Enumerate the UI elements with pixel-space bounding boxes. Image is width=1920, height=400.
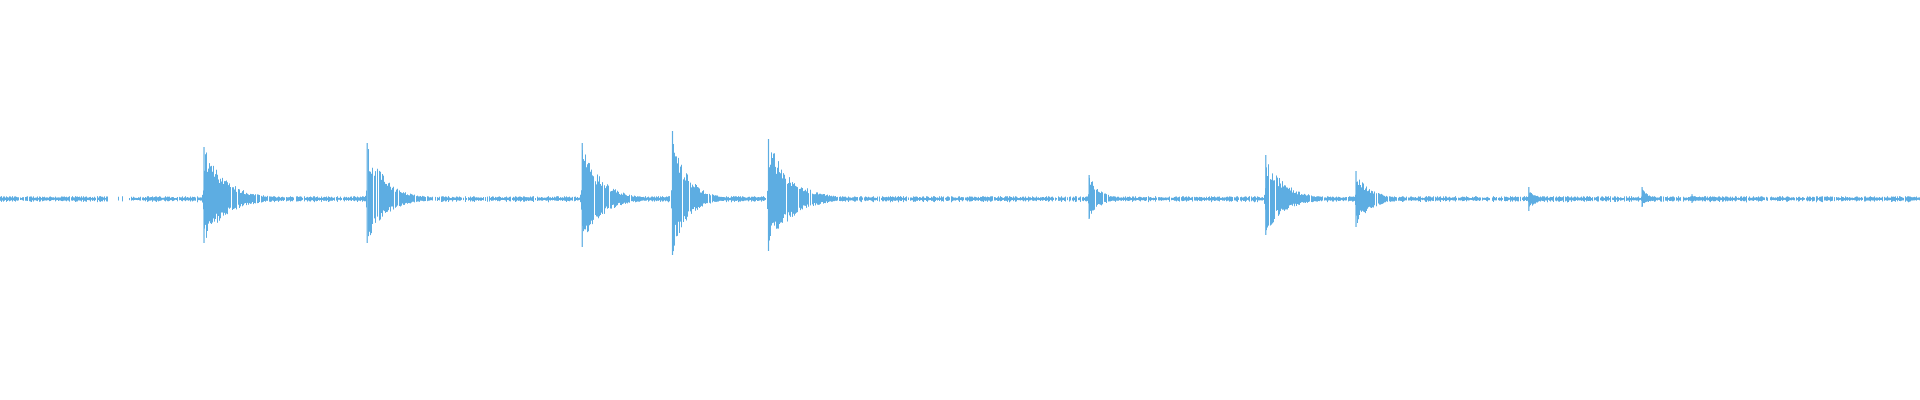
waveform-trace (0, 137, 1920, 252)
waveform-samples (0, 131, 1920, 255)
